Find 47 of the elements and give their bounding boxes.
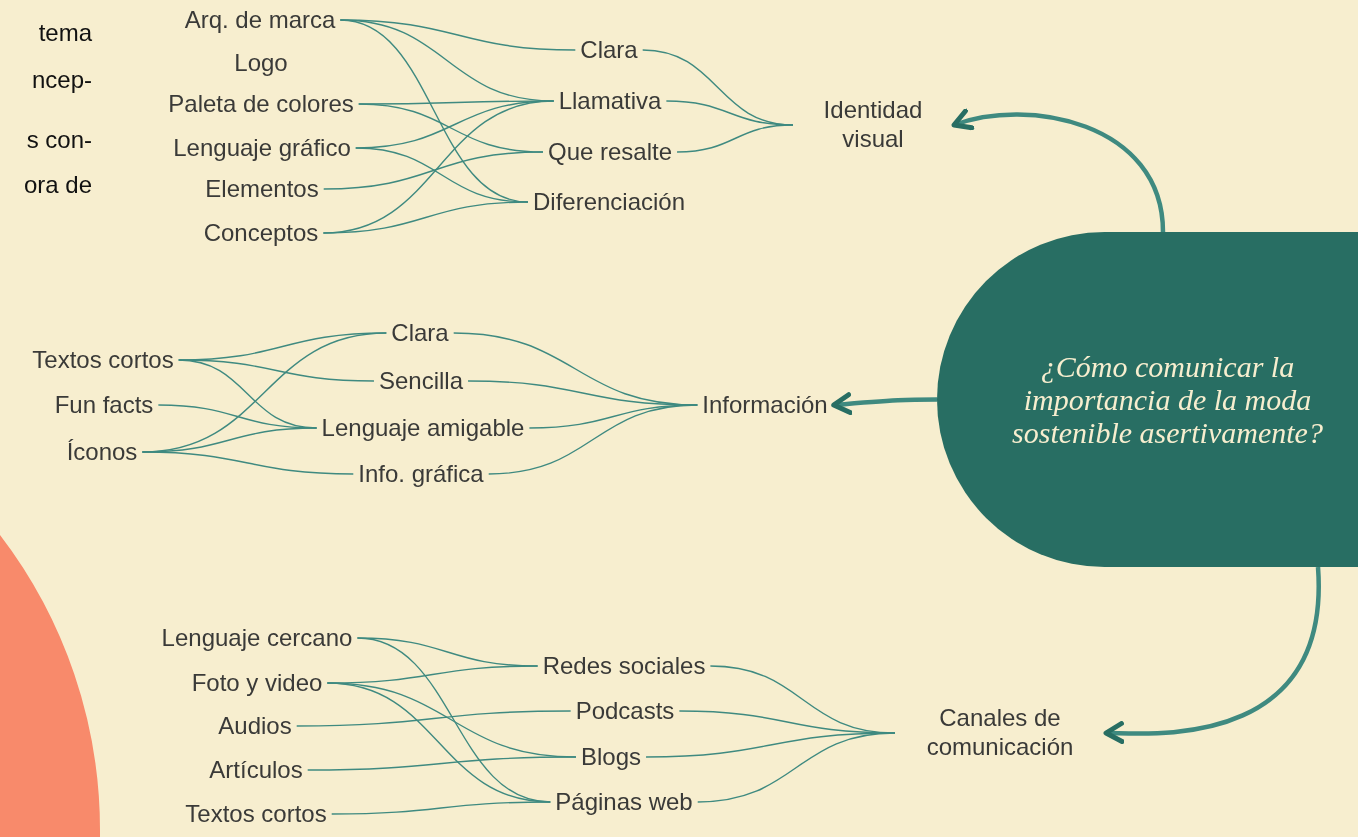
connector-line — [676, 124, 794, 153]
connector-line — [322, 201, 529, 234]
topic-label: Logo — [234, 48, 288, 78]
category-label: Canales de comunicación — [900, 704, 1100, 762]
topic-label: Diferenciación — [532, 187, 686, 217]
topic-label: Podcasts — [575, 696, 675, 726]
connector-line — [697, 732, 896, 803]
topic-label: Info. gráfica — [358, 459, 484, 489]
topic-label: Conceptos — [203, 218, 319, 248]
connector-line — [831, 392, 937, 416]
topic-label: Clara — [391, 318, 449, 348]
topic-label: Llamativa — [558, 86, 662, 116]
paragraph-fragment: ora de — [23, 171, 92, 199]
topic-label: Redes sociales — [542, 651, 706, 681]
topic-label: Íconos — [66, 437, 138, 467]
connector-line — [141, 451, 354, 475]
paragraph-fragment: s con- — [26, 126, 92, 154]
connector-line — [323, 151, 544, 190]
topic-label: Audios — [218, 711, 292, 741]
connector-line — [296, 710, 572, 727]
connector-line — [488, 404, 698, 475]
paragraph-fragment: ncep- — [31, 66, 92, 94]
topic-label: Elementos — [205, 174, 319, 204]
topic-label: Paleta de colores — [168, 89, 354, 119]
topic-label: Textos cortos — [185, 799, 327, 829]
connector-line — [951, 109, 1166, 233]
topic-label: Lenguaje gráfico — [173, 133, 351, 163]
topic-label: Lenguaje cercano — [161, 623, 353, 653]
connector-line — [331, 801, 551, 815]
topic-label: Sencilla — [379, 366, 463, 396]
topic-label: Páginas web — [555, 787, 693, 817]
topic-label: Foto y video — [191, 668, 323, 698]
topic-label: Lenguaje amigable — [321, 413, 525, 443]
category-label: Identidad visual — [798, 96, 948, 154]
category-label: Información — [702, 390, 828, 420]
topic-label: Textos cortos — [32, 345, 174, 375]
connector-line — [307, 756, 577, 771]
topic-label: Artículos — [209, 755, 303, 785]
topic-label: Que resalte — [547, 137, 673, 167]
topic-label: Arq. de marca — [184, 5, 336, 35]
central-question-pill — [937, 232, 1358, 567]
connector-line — [1103, 566, 1321, 745]
topic-label: Fun facts — [54, 390, 154, 420]
paragraph-fragment: tema — [38, 19, 92, 47]
topic-label: Clara — [580, 35, 638, 65]
question-text: ¿Cómo comunicar la importancia de la moda sostenible asertivamente? — [1011, 350, 1324, 449]
topic-label: Blogs — [581, 742, 641, 772]
